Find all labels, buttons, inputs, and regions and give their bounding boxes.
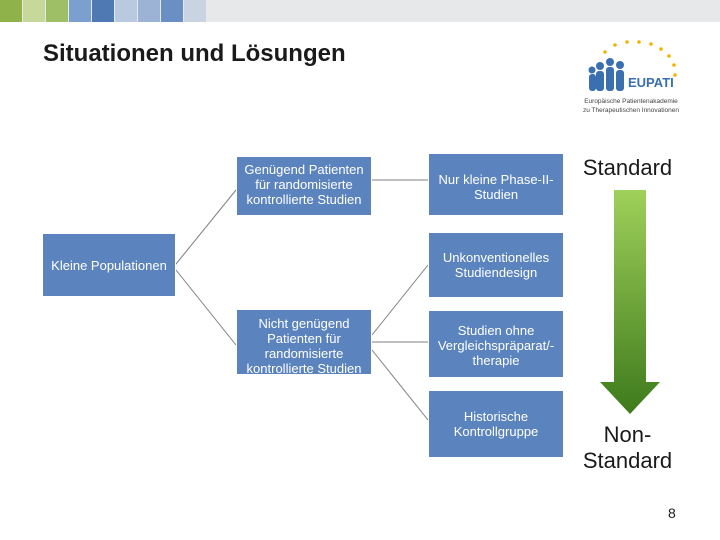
header-square xyxy=(46,0,68,22)
header-square xyxy=(161,0,183,22)
non-standard-label: Non-Standard xyxy=(582,422,673,473)
header-square xyxy=(92,0,114,22)
connector-notenough-unconventional xyxy=(371,264,429,336)
header-square xyxy=(184,0,206,22)
page-number: 8 xyxy=(668,505,676,521)
header-square xyxy=(69,0,91,22)
leaf-box-historic: Historische Kontrollgruppe xyxy=(428,390,564,458)
connector-root-enough xyxy=(175,189,237,265)
logo-subtitle-line2: zu Therapeutischen Innovationen xyxy=(582,107,679,114)
header-square xyxy=(115,0,137,22)
eupati-logo: EUPATI xyxy=(588,40,677,91)
branch-box-enough: Genügend Patienten für randomisierte kon… xyxy=(236,156,372,216)
root-box: Kleine Populationen xyxy=(42,233,176,297)
page-title: Situationen und Lösungen xyxy=(43,40,346,67)
leaf-box-unconventional: Unkonventionelles Studiendesign xyxy=(428,232,564,298)
standard-label: Standard xyxy=(582,155,673,180)
connector-root-not-enough xyxy=(175,269,237,346)
logo-subtitle: Europäische Patientenakademie zu Therape… xyxy=(560,97,702,115)
standard-scale-arrow xyxy=(600,190,660,414)
leaf-box-no-comparator: Studien ohne Vergleichspräparat/-therapi… xyxy=(428,310,564,378)
logo-subtitle-line1: Europäische Patientenakademie xyxy=(584,98,678,105)
eu-stars-icon xyxy=(603,40,677,77)
people-icon xyxy=(588,58,624,91)
header-square xyxy=(138,0,160,22)
header-square xyxy=(0,0,22,22)
connector-notenough-historic xyxy=(371,349,429,421)
leaf-box-phase: Nur kleine Phase-II-Studien xyxy=(428,153,564,216)
header-square xyxy=(23,0,45,22)
branch-box-not-enough: Nicht genügend Patienten für randomisier… xyxy=(236,309,372,376)
svg-text:EUPATI: EUPATI xyxy=(628,75,674,90)
